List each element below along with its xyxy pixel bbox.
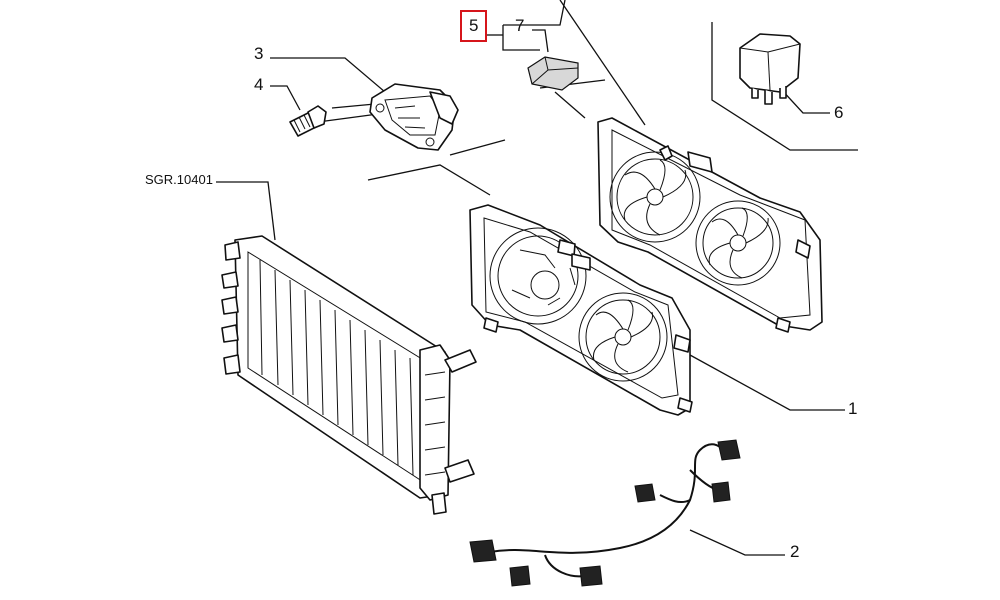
relay-small-part-7 [527,56,579,91]
relay-part-6 [739,33,801,105]
resistor-module-part-3 [369,83,459,151]
front-fan-shroud-part-1 [469,204,693,416]
rear-fan-shroud [597,117,823,333]
reference-code-label: SGR.10401 [145,172,213,187]
callout-5-highlighted[interactable]: 5 [460,10,488,42]
screw-part-4 [289,105,327,137]
callout-3[interactable]: 3 [254,44,264,63]
callout-1[interactable]: 1 [848,399,858,418]
wiring-harness-part-2 [469,439,741,587]
callout-6[interactable]: 6 [834,103,844,122]
callout-4[interactable]: 4 [254,75,264,94]
callout-7[interactable]: 7 [515,16,525,35]
leader-lines [216,0,858,556]
callout-2[interactable]: 2 [790,542,800,561]
radiator [221,235,477,515]
